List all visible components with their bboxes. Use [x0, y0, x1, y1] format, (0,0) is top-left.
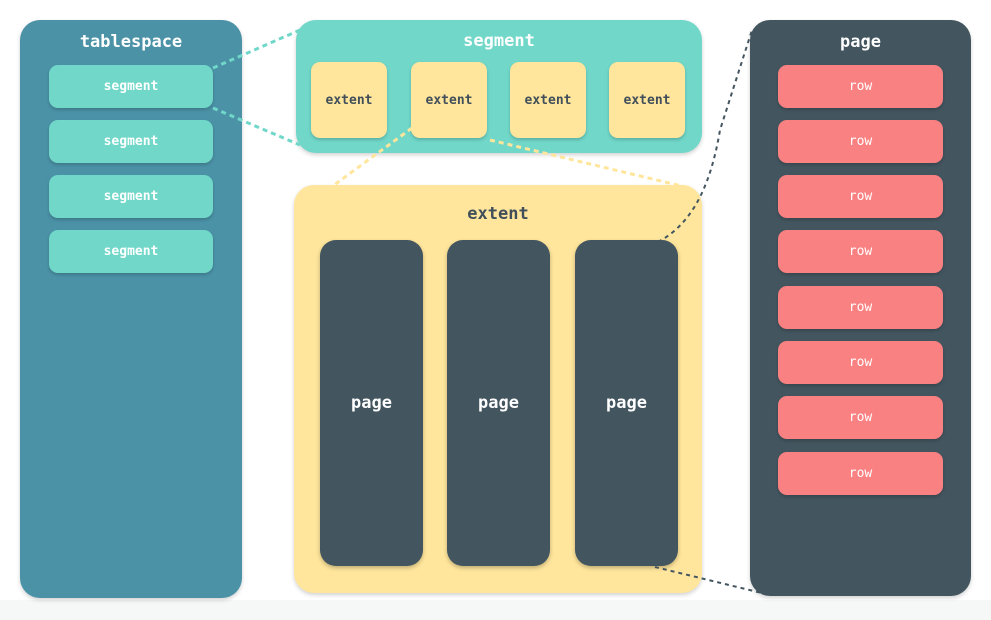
- extent-title: extent: [467, 204, 529, 224]
- tablespace-segment: segment: [49, 230, 213, 273]
- extent-page: page: [320, 240, 423, 566]
- tablespace-title: tablespace: [79, 32, 183, 52]
- extent-page: page: [575, 240, 678, 566]
- page-row: row: [778, 341, 943, 384]
- segment-title: segment: [463, 31, 535, 51]
- segment-panel: segment extent extent extent extent: [296, 20, 702, 153]
- tablespace-segment: segment: [49, 175, 213, 218]
- page-row: row: [778, 286, 943, 329]
- page-row: row: [778, 230, 943, 273]
- page-panel: page row row row row row row row row: [750, 20, 971, 596]
- page-row: row: [778, 175, 943, 218]
- segment-extent: extent: [609, 62, 685, 138]
- tablespace-segment: segment: [49, 120, 213, 163]
- tablespace-segment: segment: [49, 65, 213, 108]
- segment-extent: extent: [411, 62, 487, 138]
- page-row: row: [778, 120, 943, 163]
- page-row: row: [778, 396, 943, 439]
- segment-extent: extent: [311, 62, 387, 138]
- page-row: row: [778, 65, 943, 108]
- extent-panel: extent page page page: [294, 185, 702, 593]
- page-row: row: [778, 452, 943, 495]
- tablespace-panel: tablespace segment segment segment segme…: [20, 20, 242, 598]
- diagram-canvas: tablespace segment segment segment segme…: [20, 20, 971, 598]
- extent-page: page: [447, 240, 550, 566]
- page-title: page: [840, 32, 881, 52]
- segment-extent: extent: [510, 62, 586, 138]
